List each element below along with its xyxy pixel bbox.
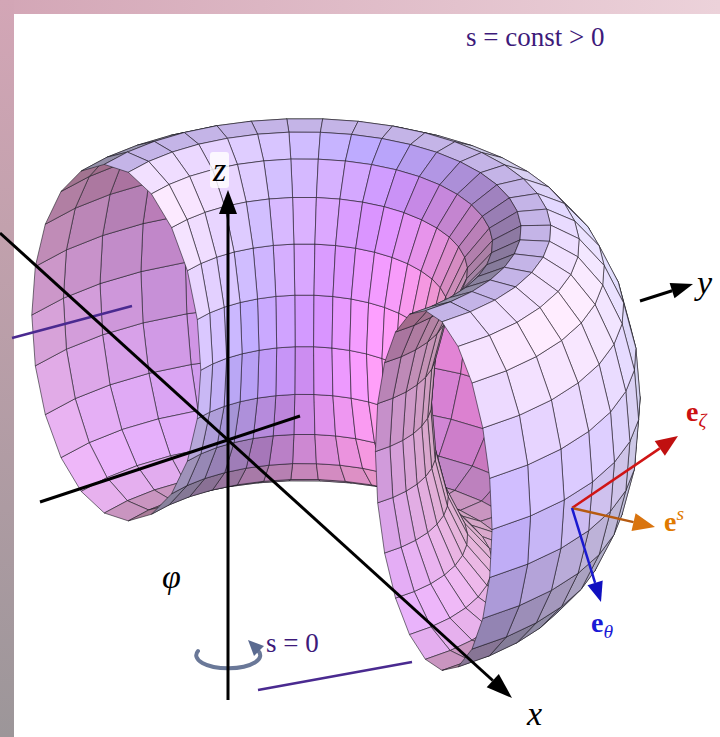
vector-label: eθ <box>588 608 616 638</box>
surface-patch <box>314 347 333 396</box>
vector-label: eζ <box>686 398 706 426</box>
angle-label: φ <box>162 560 181 594</box>
surface-patch <box>289 132 321 159</box>
surface-patch <box>273 394 295 435</box>
z-axis-arrow <box>227 214 230 700</box>
surface-patch <box>104 501 148 521</box>
e-zeta-vector-head <box>655 436 678 456</box>
surface-patch <box>197 313 212 370</box>
vector-index: θ <box>603 621 613 642</box>
axis-label: x <box>527 697 542 731</box>
y-axis-arrow-head <box>670 283 693 298</box>
x-axis-arrow <box>0 233 493 681</box>
surface-patch <box>367 303 385 359</box>
surface-patch <box>385 547 415 598</box>
surface-patch <box>375 446 392 502</box>
surface-patch <box>273 244 295 296</box>
left-band <box>0 0 14 737</box>
surface-patch <box>314 244 336 296</box>
axis-circle-segment <box>258 662 412 690</box>
x-axis-arrow-head <box>487 674 512 698</box>
surface-patch <box>187 264 209 320</box>
vector-index: ζ <box>698 410 706 431</box>
surface-patch <box>332 348 351 398</box>
vector-symbol: e <box>664 506 676 537</box>
e-s-vector <box>572 508 634 522</box>
surface-patch <box>143 314 191 374</box>
z-axis-arrow-head <box>219 190 237 214</box>
surface-patch <box>375 398 392 451</box>
surface-patch <box>240 350 259 401</box>
e-theta-vector <box>572 508 595 583</box>
axis-label: z <box>210 152 229 188</box>
surface-patch <box>287 119 323 132</box>
axes-and-vectors <box>0 190 693 700</box>
y-axis-arrow <box>640 291 672 301</box>
y-axis-line <box>40 416 300 502</box>
surface-patch <box>295 347 314 395</box>
flux-surface <box>32 119 640 671</box>
surface-patch <box>295 295 314 347</box>
surface-patch <box>293 435 317 464</box>
surface-patch <box>240 299 259 354</box>
surface-patch <box>350 299 369 354</box>
surface-patch <box>172 220 201 271</box>
rotation-arrow-head <box>248 640 264 656</box>
surface-patch <box>314 395 336 436</box>
surface-patch <box>197 364 212 419</box>
top-band <box>0 0 720 14</box>
surface-patch <box>350 350 369 402</box>
surface-patch <box>172 454 201 494</box>
e-zeta-vector <box>572 448 660 508</box>
surface-patch <box>294 244 315 295</box>
surface-patch <box>141 262 187 323</box>
surface-patch <box>378 498 401 554</box>
vector-symbol: e <box>591 607 603 638</box>
surface-patch <box>293 198 317 245</box>
surface-patch <box>517 209 550 226</box>
surface-patch <box>378 357 401 404</box>
axis-circle-label: s = 0 <box>266 630 319 657</box>
e-theta-vector-head <box>588 581 603 603</box>
surface-label: s = const > 0 <box>466 24 604 51</box>
surface-patch <box>258 296 277 350</box>
e-s-vector-head <box>632 513 656 531</box>
surface-patch <box>314 295 333 348</box>
surface-patch <box>294 394 315 434</box>
vector-label: es <box>664 508 684 536</box>
surface-patch <box>151 486 187 515</box>
surface-patch <box>251 119 289 134</box>
surface-patch <box>520 225 551 241</box>
surface-patch <box>276 347 295 396</box>
axis-circle-segment <box>12 306 132 338</box>
vector-index: s <box>676 503 684 524</box>
surface-patch <box>45 177 89 225</box>
vector-symbol: e <box>686 396 698 427</box>
surface-patch <box>332 297 351 351</box>
surface-patch <box>258 348 277 398</box>
surface-patch <box>151 185 187 228</box>
surface-patch <box>291 159 319 197</box>
surface-patch <box>458 335 506 383</box>
axis-label: y <box>697 266 712 300</box>
surface-patch <box>291 464 319 480</box>
surface-patch <box>276 295 295 348</box>
